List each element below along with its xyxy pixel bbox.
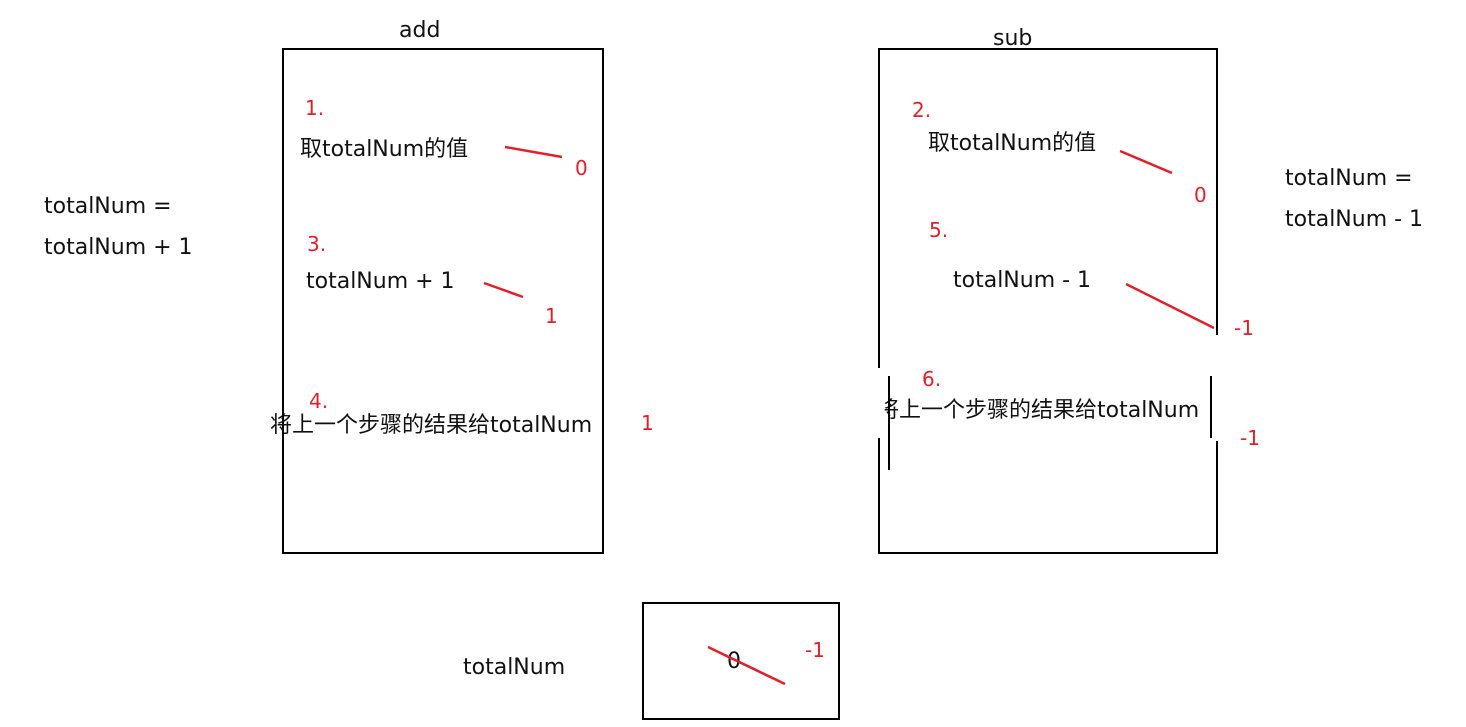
variable-label: totalNum [463,655,566,680]
add-step3-value: 1 [545,304,558,328]
right-formula-line1: totalNum = [1285,166,1413,191]
sub-step2-value: 0 [1194,183,1207,207]
variable-new-value: -1 [805,638,825,662]
variable-old-value: 0 [727,649,741,674]
sub-step2-text: 取totalNum的值 [928,131,1097,156]
add-box-title: add [399,18,441,43]
add-step3-text: totalNum + 1 [306,269,455,294]
add-function-box [282,48,604,554]
sub-step2-number: 2. [912,98,932,122]
sub-step5-value: -1 [1234,316,1254,340]
sub-box-title: sub [993,26,1033,51]
left-formula-line1: totalNum = [44,194,172,219]
sub-step5-number: 5. [929,218,949,242]
sub-step6-value: -1 [1240,426,1260,450]
sub-step6-number: 6. [922,367,942,391]
sub-function-box [878,48,1218,554]
sub-step6-text: 将上一个步骤的结果给totalNum [877,398,1200,423]
add-step4-value: 1 [641,411,654,435]
add-step3-number: 3. [307,232,327,256]
add-step1-value: 0 [575,156,588,180]
add-step4-text: 将上一个步骤的结果给totalNum [270,413,593,438]
add-step1-text: 取totalNum的值 [300,137,469,162]
variable-box [642,602,840,720]
add-step4-number: 4. [309,389,329,413]
right-formula-line2: totalNum - 1 [1285,207,1424,232]
left-formula-line2: totalNum + 1 [44,235,193,260]
sub-step5-text: totalNum - 1 [953,268,1092,293]
add-step1-number: 1. [305,96,325,120]
